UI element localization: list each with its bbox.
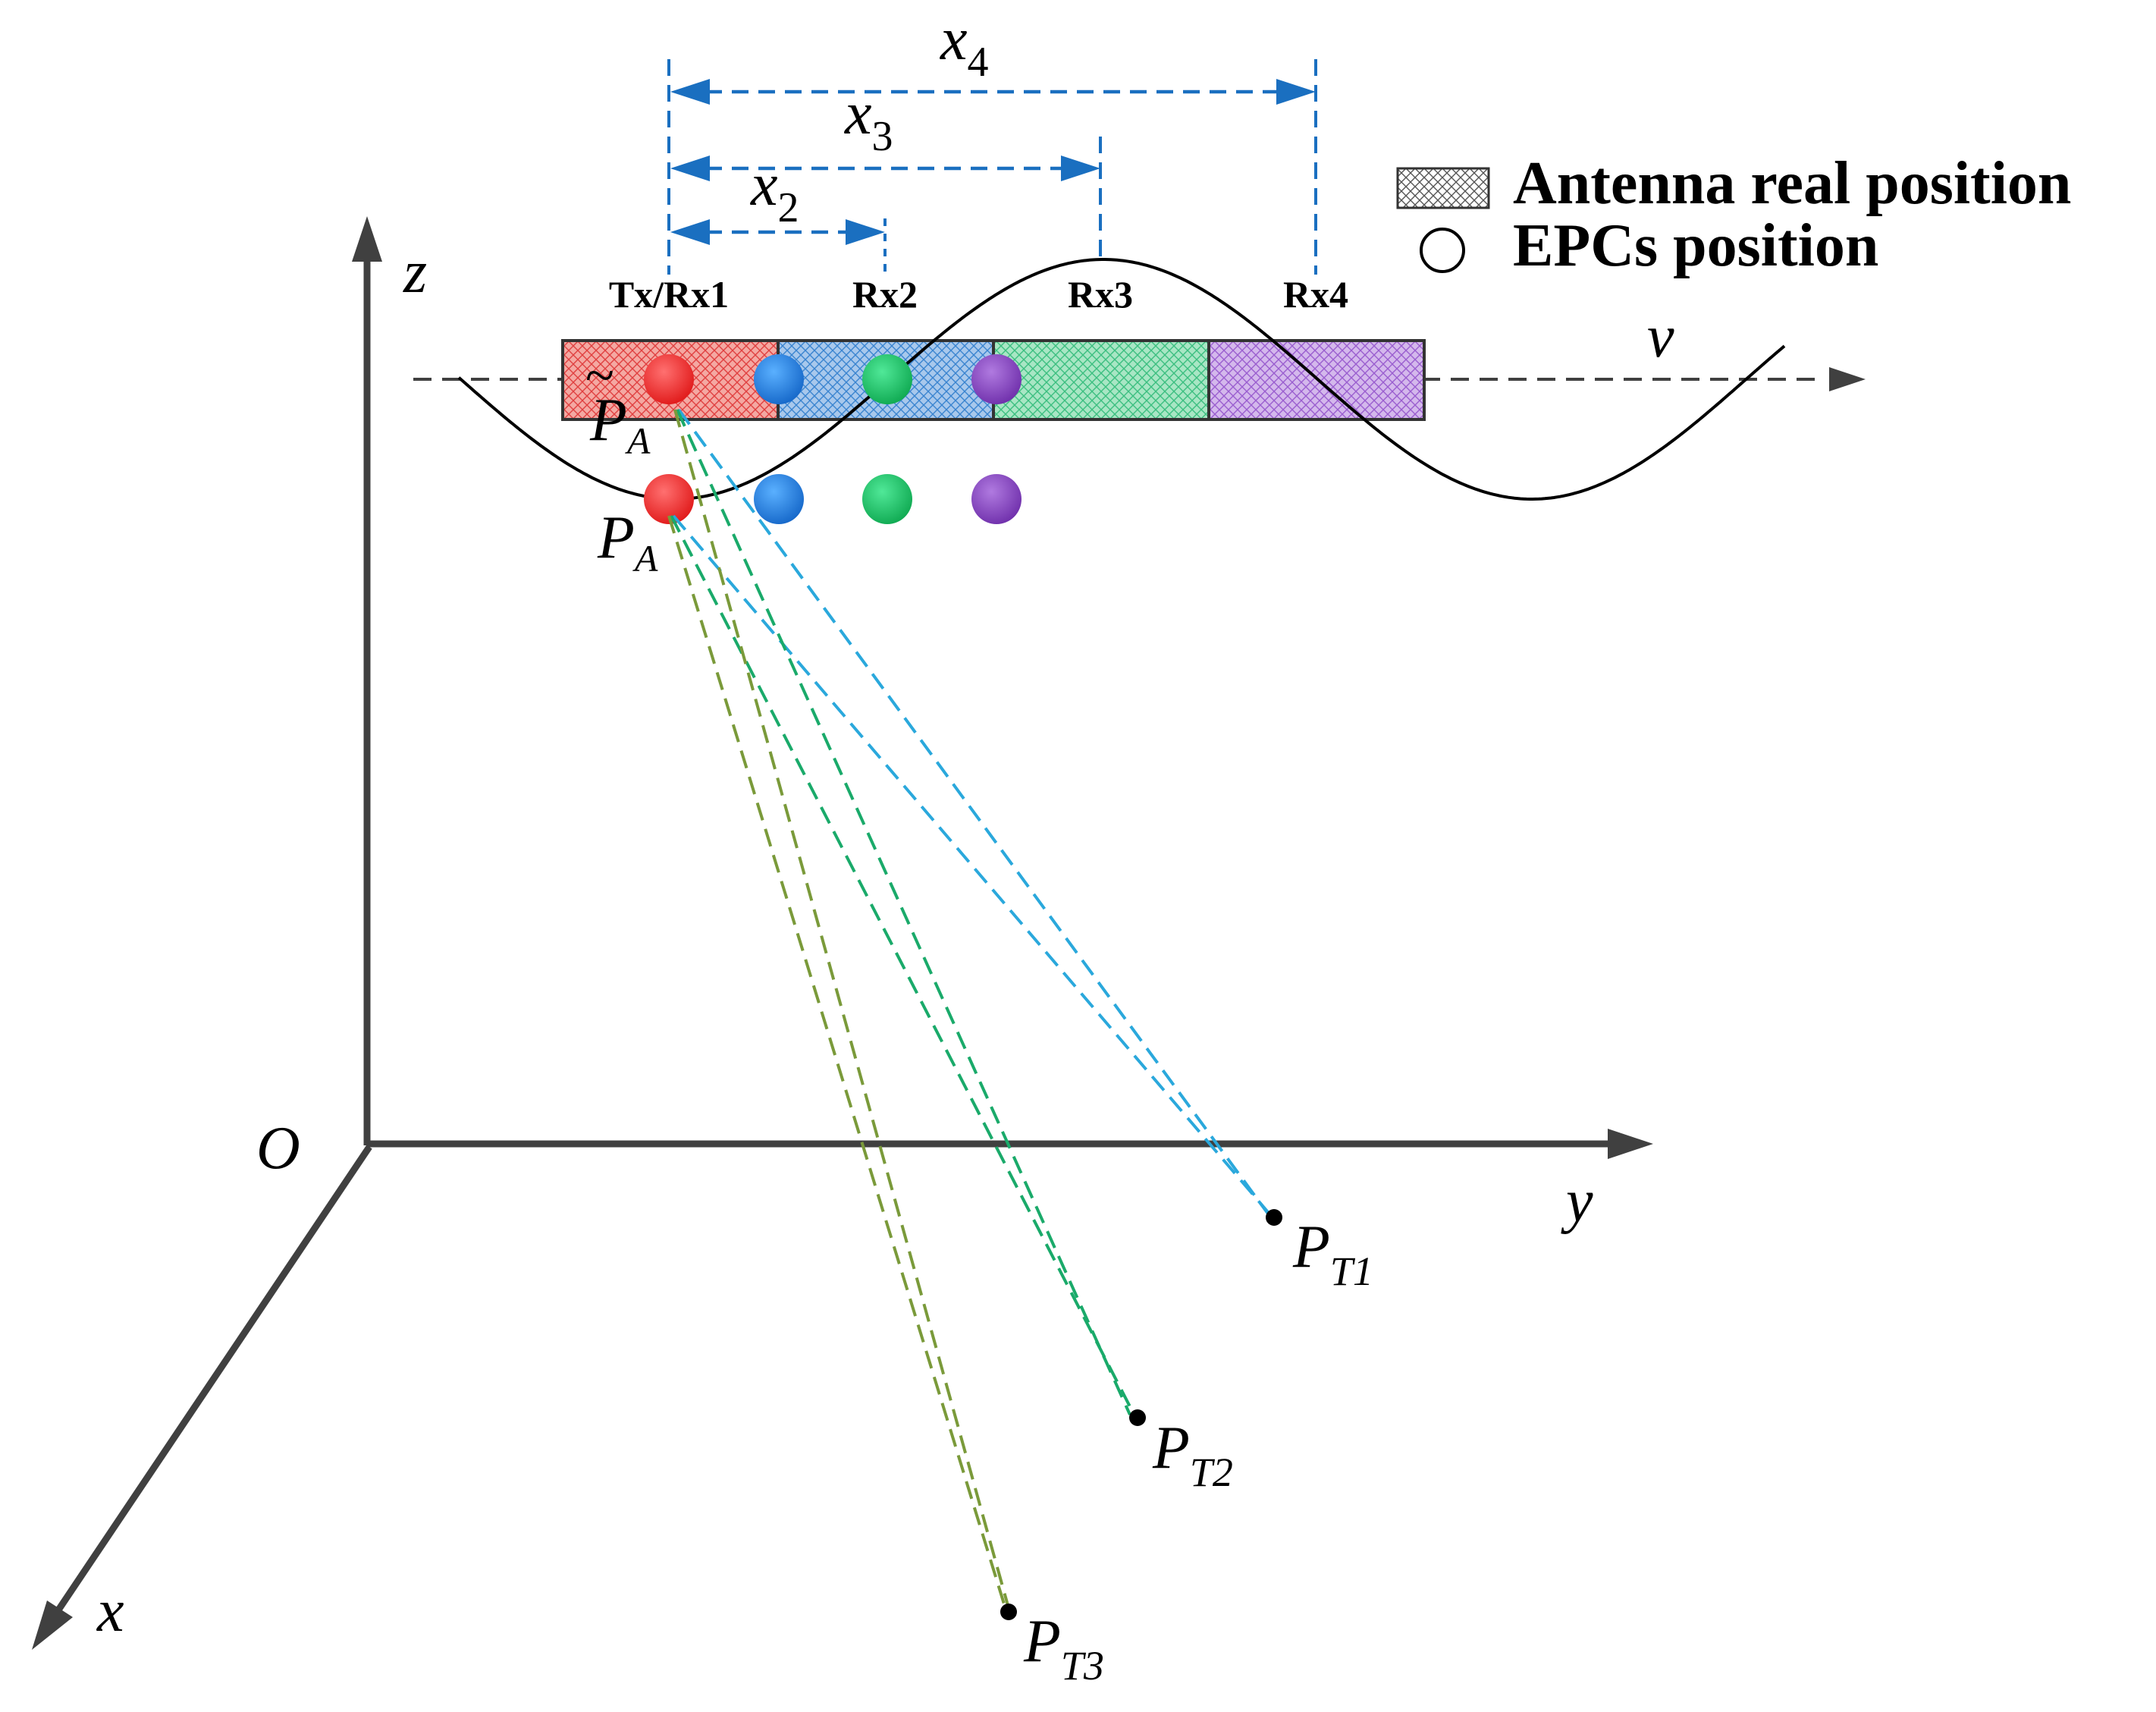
- antenna-label-txrx1: Tx/Rx1: [609, 273, 729, 316]
- x-axis-label: x: [96, 1578, 124, 1644]
- dim-arrow-x4: [670, 79, 1316, 105]
- legend: Antenna real position EPCs position: [1396, 150, 2071, 279]
- target-point-t1: [1266, 1209, 1282, 1226]
- z-axis-label: z: [403, 239, 427, 306]
- rays: [667, 408, 1274, 1610]
- velocity-label: v: [1647, 303, 1674, 370]
- axes: [32, 216, 1653, 1650]
- label-pt2: PT2: [1152, 1415, 1233, 1495]
- antenna-label-rx2: Rx2: [852, 273, 918, 316]
- y-axis-arrowhead: [1608, 1129, 1653, 1159]
- epc-dot-red-array: [644, 354, 694, 404]
- epc-dot-purple: [971, 474, 1022, 524]
- label-pt3: PT3: [1023, 1608, 1104, 1688]
- motion-arrowhead: [1829, 367, 1866, 391]
- dim-label-x2: x2: [750, 152, 799, 231]
- legend-epc-label: EPCs position: [1513, 212, 1878, 279]
- ray-pa-tilde-t1: [677, 408, 1269, 1215]
- epc-dot-green-array: [862, 354, 912, 404]
- antenna-labels: Tx/Rx1 Rx2 Rx3 Rx4: [609, 273, 1348, 316]
- epc-dot-purple-array: [971, 354, 1022, 404]
- x-axis-arrowhead: [32, 1600, 73, 1650]
- ray-pa-t3: [667, 515, 1007, 1610]
- dimension-arrows: x4 x3 x2: [667, 6, 1317, 275]
- epc-dot-green: [862, 474, 912, 524]
- epc-dot-blue: [754, 474, 804, 524]
- legend-epc-swatch: [1420, 228, 1465, 273]
- epc-dot-blue-array: [754, 354, 804, 404]
- target-point-t2: [1129, 1409, 1146, 1426]
- target-points: [1000, 1209, 1282, 1620]
- dim-label-x4: x4: [940, 6, 989, 86]
- ray-pa-t1: [672, 514, 1274, 1219]
- label-pa-tilde: PA: [589, 387, 651, 462]
- ray-pa-tilde-t2: [676, 409, 1131, 1415]
- epc-dot-red: [644, 474, 694, 524]
- label-pt1: PT1: [1292, 1214, 1373, 1294]
- legend-antenna-label: Antenna real position: [1513, 150, 2071, 217]
- label-pa: PA: [597, 504, 658, 580]
- x-axis: [52, 1145, 372, 1618]
- antenna-label-rx3: Rx3: [1068, 273, 1133, 316]
- dim-label-x3: x3: [844, 80, 893, 160]
- dim-arrow-x3: [670, 155, 1100, 181]
- origin-label: O: [256, 1115, 300, 1182]
- ray-pa-t2: [670, 515, 1136, 1416]
- antenna-segment-rx3: [992, 339, 1210, 421]
- z-axis-arrowhead: [352, 216, 382, 262]
- dim-arrow-x2: [670, 219, 885, 245]
- legend-antenna-swatch: [1396, 167, 1490, 209]
- epc-dots-real: [644, 474, 1022, 524]
- target-point-t3: [1000, 1604, 1017, 1620]
- epc-dots-array: [644, 354, 1022, 404]
- antenna-label-rx4: Rx4: [1283, 273, 1348, 316]
- ray-pa-tilde-t3: [673, 409, 1010, 1609]
- label-pa-tilde-accent: ~: [585, 347, 614, 405]
- y-axis-label: y: [1561, 1168, 1593, 1235]
